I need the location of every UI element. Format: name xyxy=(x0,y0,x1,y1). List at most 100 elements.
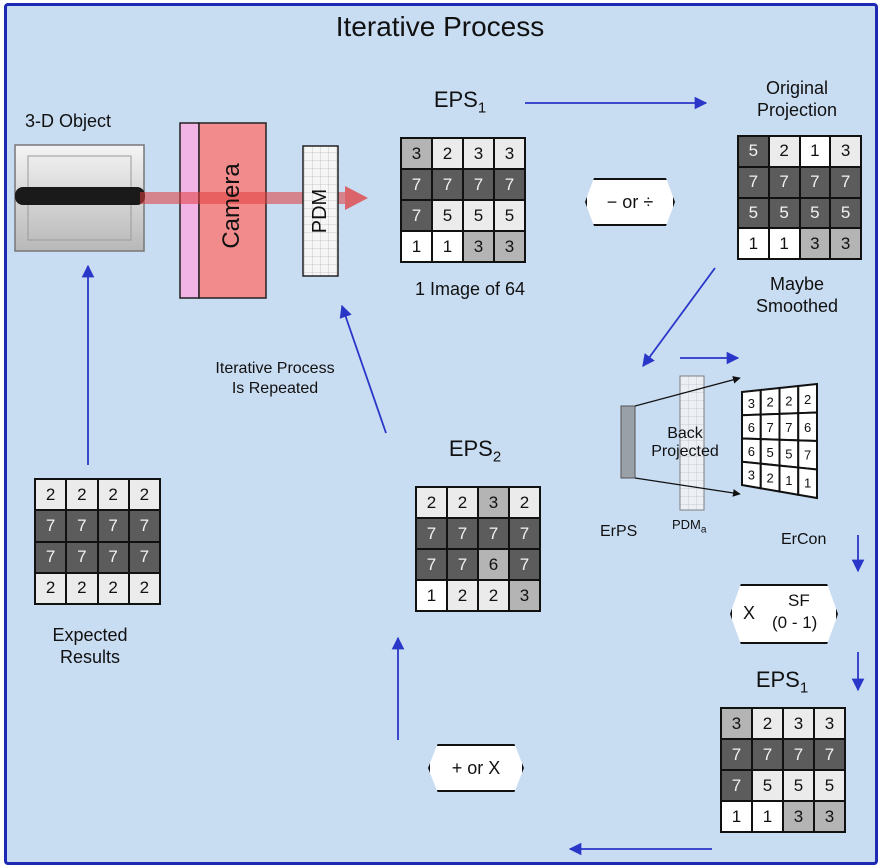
grid-cell: 7 xyxy=(722,740,751,769)
grid-cell: 2 xyxy=(753,709,782,738)
grid-cell: 5 xyxy=(800,198,830,228)
repeat-label-line1: Iterative Process xyxy=(215,360,335,377)
camera-unit xyxy=(179,122,267,299)
grid-cell: 7 xyxy=(129,542,159,572)
grid-cell: 5 xyxy=(831,198,860,228)
subtract-divide-operator: − or ÷ xyxy=(585,178,675,226)
ercon-value: 2 xyxy=(767,470,774,485)
grid-cell: 5 xyxy=(495,201,524,230)
maybe-label-line2: Smoothed xyxy=(755,296,839,316)
grid-cell: 2 xyxy=(98,480,128,510)
grid-cell: 7 xyxy=(98,542,128,572)
grid-cell: 5 xyxy=(769,198,799,228)
ercon-value: 6 xyxy=(748,420,755,435)
grid-cell: 1 xyxy=(417,581,446,610)
ercon-value: 3 xyxy=(748,396,755,411)
original-label-line1: Original xyxy=(765,78,829,98)
scale-factor-operator: X SF (0 - 1) xyxy=(730,584,838,644)
grid-cell: 1 xyxy=(800,137,830,166)
back-projected-line2: Projected xyxy=(651,443,719,460)
grid-cell: 7 xyxy=(417,550,446,579)
expected-label-line2: Results xyxy=(59,647,121,667)
eps2-title: EPS2 xyxy=(448,436,502,466)
grid-cell: 2 xyxy=(769,137,799,166)
grid-cell: 7 xyxy=(510,519,539,548)
ercon-value: 2 xyxy=(804,392,811,407)
grid-cell: 7 xyxy=(36,542,66,572)
back-projected-line1: Back xyxy=(667,425,703,442)
grid-cell: 2 xyxy=(67,573,97,603)
image-count-label: 1 Image of 64 xyxy=(414,279,526,299)
original-label-line2: Projection xyxy=(756,100,838,120)
ercon-value: 6 xyxy=(748,444,755,459)
ercon-value: 2 xyxy=(785,393,792,408)
object-label: 3-D Object xyxy=(25,111,112,131)
flow-arrows xyxy=(81,96,865,856)
grid-cell: 6 xyxy=(479,550,508,579)
diagram-title: Iterative Process xyxy=(335,11,545,42)
back-projection xyxy=(620,375,741,511)
grid-cell: 1 xyxy=(753,802,782,831)
grid-cell: 7 xyxy=(479,519,508,548)
grid-cell: 2 xyxy=(98,573,128,603)
grid-cell: 3 xyxy=(784,709,813,738)
grid-cell: 2 xyxy=(433,139,462,168)
grid-cell: 7 xyxy=(464,170,493,199)
grid-cell: 7 xyxy=(402,201,431,230)
grid-cell: 3 xyxy=(784,802,813,831)
grid-cell: 7 xyxy=(831,167,860,197)
ercon-value: 7 xyxy=(767,420,774,435)
grid-cell: 7 xyxy=(67,542,97,572)
erps-strip xyxy=(620,405,636,479)
grid-cell: 5 xyxy=(784,771,813,800)
grid-cell: 2 xyxy=(67,480,97,510)
grid-cell: 2 xyxy=(36,480,66,510)
sf-range: (0 - 1) xyxy=(772,613,818,632)
grid-cell: 1 xyxy=(739,229,768,258)
grid-cell: 3 xyxy=(402,139,431,168)
grid-cell: 3 xyxy=(800,229,830,258)
grid-cell: 3 xyxy=(510,581,539,610)
grid-cell: 5 xyxy=(815,771,844,800)
grid-cell: 7 xyxy=(800,167,830,197)
grid-cell: 2 xyxy=(448,488,477,517)
ercon-value: 3 xyxy=(748,468,755,483)
grid-cell: 7 xyxy=(129,511,159,541)
arrow-original-to-backprojection xyxy=(642,267,716,368)
grid-cell: 3 xyxy=(815,709,844,738)
ercon-value: 7 xyxy=(804,448,811,463)
ercon-value: 7 xyxy=(785,420,792,435)
ercon-value: 5 xyxy=(785,446,792,461)
repeat-label-line2: Is Repeated xyxy=(231,380,319,397)
ercon-value: 1 xyxy=(785,473,792,488)
grid-cell: 5 xyxy=(433,201,462,230)
grid-cell: 1 xyxy=(433,232,462,261)
maybe-label-line1: Maybe xyxy=(769,274,825,294)
grid-cell: 2 xyxy=(129,573,159,603)
grid-cell: 2 xyxy=(510,488,539,517)
grid-cell: 7 xyxy=(417,519,446,548)
grid-cell: 2 xyxy=(417,488,446,517)
sf-label: SF xyxy=(788,591,810,610)
grid-cell: 7 xyxy=(510,550,539,579)
ercon-label: ErCon xyxy=(781,531,827,548)
grid-cell: 7 xyxy=(495,170,524,199)
grid-cell: 2 xyxy=(129,480,159,510)
grid-cell: 7 xyxy=(433,170,462,199)
erps-label: ErPS xyxy=(600,523,638,540)
grid-cell: 2 xyxy=(36,573,66,603)
expected-label-line1: Expected xyxy=(52,625,128,645)
grid-cell: 7 xyxy=(784,740,813,769)
eps1-top-title: EPS1 xyxy=(433,87,487,117)
eps1-bottom-title: EPS1 xyxy=(755,667,809,697)
add-multiply-operator: + or X xyxy=(428,744,524,792)
multiply-symbol: X xyxy=(743,603,756,623)
grid-cell: 3 xyxy=(815,802,844,831)
grid-cell: 1 xyxy=(402,232,431,261)
